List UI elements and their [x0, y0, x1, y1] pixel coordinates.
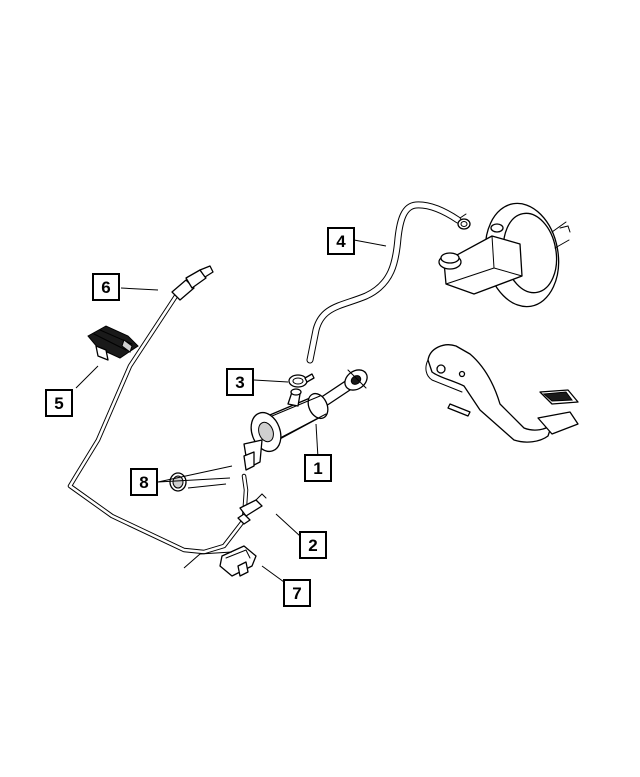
- hydraulic-line: [67, 265, 249, 555]
- callout-1: 1: [304, 454, 332, 482]
- callout-label: 4: [336, 232, 346, 251]
- clutch-pedal: [425, 344, 579, 443]
- callout-label: 1: [313, 459, 322, 478]
- callout-8: 8: [130, 468, 158, 496]
- hose-clamp: [288, 373, 315, 388]
- callout-label: 3: [235, 373, 244, 392]
- retaining-clip: [219, 545, 257, 577]
- callout-label: 7: [292, 584, 301, 603]
- callout-label: 8: [139, 473, 148, 492]
- quick-connector: [237, 493, 267, 525]
- reservoir-hose: [306, 201, 471, 364]
- callout-label: 2: [308, 536, 317, 555]
- clutch-master-cylinder: [243, 369, 368, 471]
- callout-3: 3: [226, 368, 254, 396]
- callout-label: 6: [101, 278, 110, 297]
- callout-2: 2: [299, 531, 327, 559]
- callout-6: 6: [92, 273, 120, 301]
- callout-7: 7: [283, 579, 311, 607]
- line-bracket: [87, 325, 139, 361]
- callout-4: 4: [327, 227, 355, 255]
- brake-booster: [438, 202, 571, 308]
- callout-label: 5: [54, 394, 63, 413]
- callout-5: 5: [45, 389, 73, 417]
- leader-lines: [75, 239, 387, 583]
- grommet: [169, 472, 187, 492]
